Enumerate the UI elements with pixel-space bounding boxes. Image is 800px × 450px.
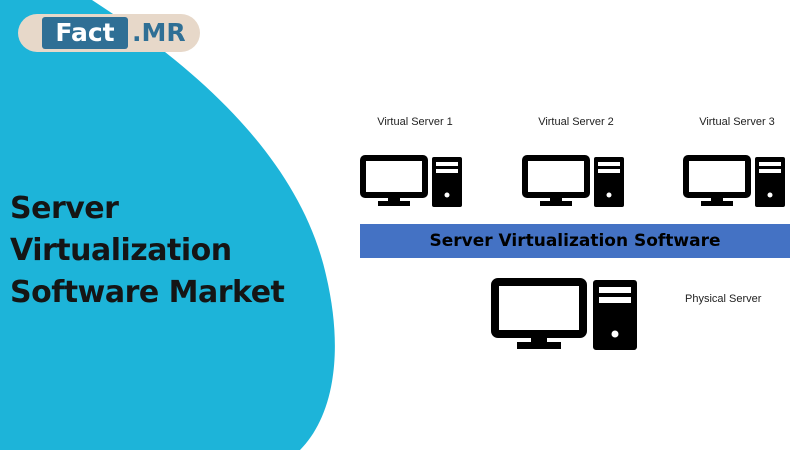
virtual-server-3-label: Virtual Server 3 bbox=[699, 116, 775, 128]
logo-fact-text: Fact bbox=[55, 18, 115, 47]
title-line: Server bbox=[10, 191, 119, 226]
virtual-server-1-computer-icon bbox=[360, 155, 462, 207]
virtualization-software-bar: Server Virtualization Software bbox=[360, 224, 790, 258]
virtual-server-3-computer-icon bbox=[683, 155, 785, 207]
factmr-logo: Fact .MR bbox=[18, 14, 200, 52]
title-line: Software Market bbox=[10, 275, 285, 310]
virtual-server-2-computer-icon bbox=[522, 155, 624, 207]
physical-server-label: Physical Server bbox=[685, 293, 762, 305]
report-title: Server Virtualization Software Market bbox=[10, 188, 340, 314]
virtual-server-1-label: Virtual Server 1 bbox=[377, 116, 453, 128]
title-line: Virtualization bbox=[10, 233, 232, 268]
logo-mr-text: .MR bbox=[132, 18, 186, 47]
virtualization-software-label: Server Virtualization Software bbox=[429, 231, 721, 251]
virtual-server-2-label: Virtual Server 2 bbox=[538, 116, 614, 128]
logo-fact-box: Fact bbox=[42, 17, 128, 49]
physical-server-computer-icon bbox=[491, 278, 637, 350]
